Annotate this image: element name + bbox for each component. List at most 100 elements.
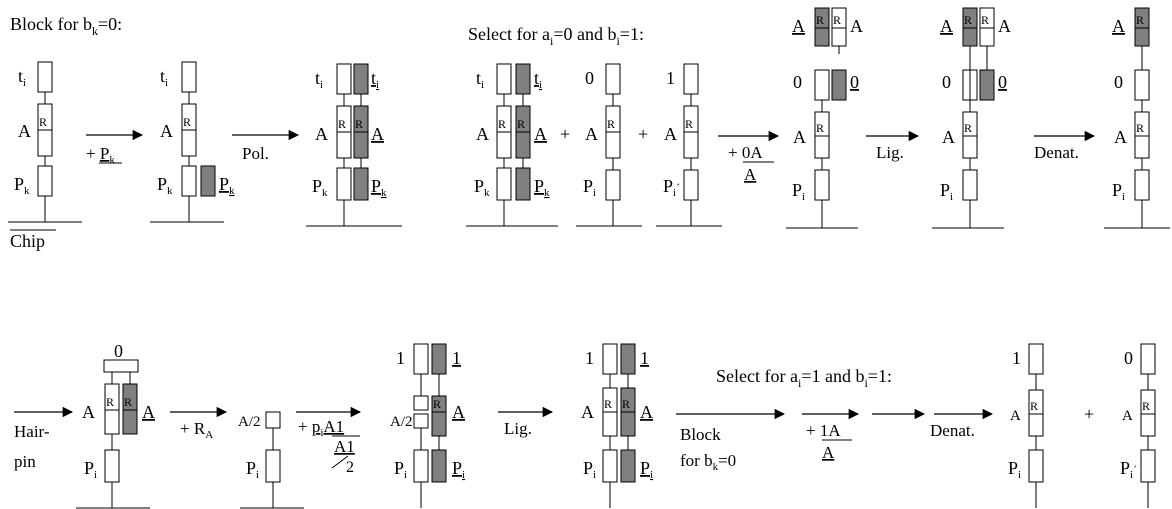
ligation-label: Lig. <box>876 143 904 162</box>
probe-cut: A/2 Pi <box>238 411 304 509</box>
svg-text:0: 0 <box>585 68 594 88</box>
svg-text:R: R <box>1142 399 1150 413</box>
svg-text:Pi´: Pi´ <box>663 176 680 199</box>
svg-text:Pk: Pk <box>14 174 30 197</box>
svg-text:A: A <box>1112 16 1125 36</box>
svg-text:R: R <box>1136 121 1144 135</box>
svg-text:A: A <box>1010 408 1021 424</box>
ligation-label-2: Lig. <box>504 419 532 438</box>
svg-text:R: R <box>981 13 989 27</box>
plus-sign: + <box>1084 404 1094 424</box>
svg-text:ti: ti <box>160 66 168 89</box>
result-probe-1: 1 R A Pi <box>1008 343 1044 508</box>
add-pia1-label: + piA1 <box>298 417 344 439</box>
svg-text:0: 0 <box>1114 72 1123 92</box>
svg-text:A: A <box>82 402 95 422</box>
svg-text:0: 0 <box>793 72 802 92</box>
svg-text:Pk: Pk <box>157 174 173 197</box>
svg-text:A: A <box>581 402 594 422</box>
block-label-2: for bk=0 <box>680 451 736 473</box>
svg-text:A/2: A/2 <box>238 414 261 430</box>
svg-text:A: A <box>476 124 489 144</box>
svg-text:R: R <box>604 397 612 411</box>
svg-text:R: R <box>1030 399 1038 413</box>
svg-text:Pk: Pk <box>534 176 550 199</box>
svg-text:A: A <box>585 124 598 144</box>
denaturation-label-2: Denat. <box>930 421 975 440</box>
svg-text:A: A <box>1122 408 1133 424</box>
svg-text:ti: ti <box>534 68 542 91</box>
svg-text:R: R <box>685 117 693 131</box>
svg-text:Pk: Pk <box>312 176 328 199</box>
chip-probe-extended: R R ti ti A A Pk Pk <box>306 63 402 227</box>
probe-ligated-bottom: 1 1 R R A A Pi Pi <box>581 343 653 508</box>
svg-text:Pi: Pi <box>1112 180 1125 203</box>
probe-with-half-adaptor: 1 1 R A/2 A Pi Pi <box>390 343 465 508</box>
svg-text:A: A <box>792 16 805 36</box>
svg-text:R: R <box>517 117 525 131</box>
svg-text:R: R <box>622 397 630 411</box>
chip-probe-initial: R ti A Pk <box>8 61 82 223</box>
svg-text:1: 1 <box>585 348 594 368</box>
svg-text:R: R <box>833 13 841 27</box>
svg-text:Pk: Pk <box>219 174 235 197</box>
svg-text:1: 1 <box>666 68 675 88</box>
svg-text:2: 2 <box>346 459 354 476</box>
svg-text:1: 1 <box>1012 348 1021 368</box>
svg-text:1: 1 <box>640 348 649 368</box>
svg-text:Pk: Pk <box>371 176 387 199</box>
svg-text:A: A <box>942 127 955 147</box>
svg-text:0: 0 <box>114 341 123 361</box>
hairpin-label-2: pin <box>14 452 36 471</box>
svg-text:R: R <box>607 117 615 131</box>
adaptor-0a: R R A A <box>792 7 863 47</box>
svg-text:R: R <box>355 117 363 131</box>
select-a0-b1-header: Select for ai=0 and bi=1: <box>468 24 644 48</box>
svg-text:A: A <box>744 165 757 184</box>
plus-sign: + <box>638 124 648 144</box>
svg-text:A: A <box>315 124 328 144</box>
svg-text:Pi: Pi <box>1008 458 1021 481</box>
svg-text:A: A <box>534 124 547 144</box>
svg-text:A: A <box>142 402 155 422</box>
svg-text:0: 0 <box>942 72 951 92</box>
svg-text:1: 1 <box>396 348 405 368</box>
probe-ligated: R R A A R 0 0 A Pi <box>932 7 1011 229</box>
svg-text:A: A <box>793 127 806 147</box>
svg-text:R: R <box>183 115 191 129</box>
svg-text:Pi: Pi <box>84 458 97 481</box>
result-probe-0: 0 R A Pi´ <box>1120 343 1156 508</box>
svg-text:Pi: Pi <box>940 180 953 203</box>
svg-text:Pk: Pk <box>474 176 490 199</box>
svg-text:A: A <box>452 402 465 422</box>
svg-text:Pi: Pi <box>640 458 653 481</box>
add-0a-label: + 0A <box>728 143 763 162</box>
mixture-double-strand: R R ti ti A A Pk Pk <box>466 63 558 227</box>
svg-text:A/2: A/2 <box>390 414 413 430</box>
polymerase-label: Pol. <box>242 144 269 163</box>
svg-text:Pi: Pi <box>583 458 596 481</box>
block-label-1: Block <box>680 425 721 444</box>
chip-label: Chip <box>10 231 45 251</box>
mixture-probe-0: R 0 A Pi <box>576 63 642 227</box>
svg-text:ti: ti <box>476 68 484 91</box>
svg-text:0: 0 <box>850 72 859 92</box>
denaturation-label: Denat. <box>1034 143 1079 162</box>
svg-text:Pi: Pi <box>394 458 407 481</box>
svg-text:A: A <box>640 402 653 422</box>
svg-text:Pi: Pi <box>452 458 465 481</box>
svg-text:R: R <box>816 13 824 27</box>
svg-text:R: R <box>816 121 824 135</box>
svg-text:Pi´: Pi´ <box>1120 458 1137 481</box>
svg-text:A: A <box>371 124 384 144</box>
svg-text:R: R <box>964 13 972 27</box>
svg-text:R: R <box>39 115 47 129</box>
svg-text:A: A <box>1114 127 1127 147</box>
svg-text:R: R <box>498 117 506 131</box>
svg-text:A: A <box>664 124 677 144</box>
hairpin-label-1: Hair- <box>14 422 50 441</box>
svg-text:A: A <box>822 443 835 462</box>
svg-text:ti: ti <box>315 68 323 91</box>
svg-text:A: A <box>850 16 863 36</box>
